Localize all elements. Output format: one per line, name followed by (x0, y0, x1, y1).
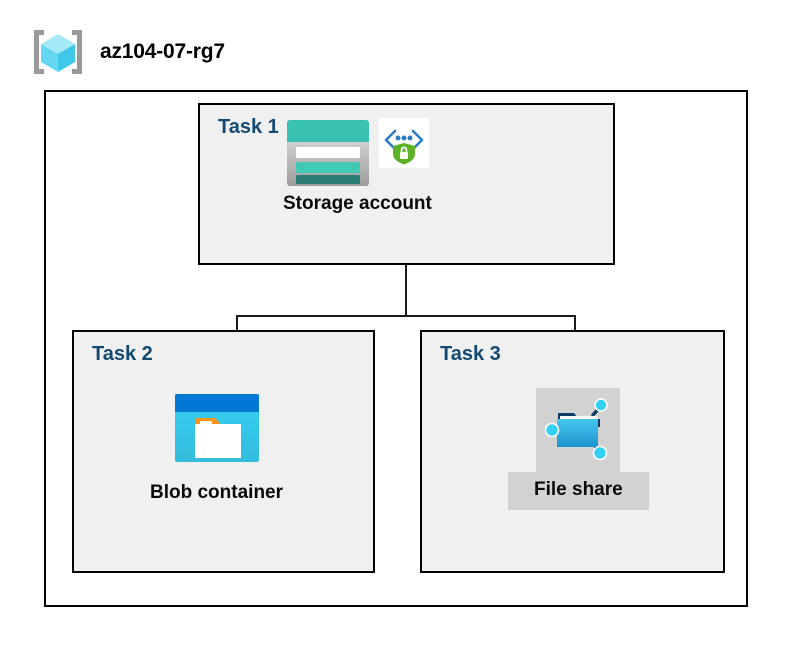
node-file-share[interactable]: File share (508, 388, 649, 510)
task-label-task3: Task 3 (440, 343, 501, 365)
node-blob-container[interactable]: Blob container (150, 392, 283, 504)
node-caption-storage-account: Storage account (283, 193, 432, 214)
connector-horizontal-bar (236, 315, 576, 317)
resource-group-cube-icon (30, 26, 86, 78)
file-share-icon-highlight (536, 388, 621, 472)
storage-account-icon (285, 118, 371, 188)
node-caption-blob-container: Blob container (150, 482, 284, 503)
resource-group-title: az104-07-rg7 (100, 40, 225, 63)
storage-icon-row (285, 118, 430, 188)
file-share-caption-highlight: File share (508, 472, 649, 510)
blob-container-icon (173, 392, 261, 464)
security-shield-lock-icon (379, 118, 430, 168)
node-caption-file-share: File share (534, 479, 623, 500)
task-label-task1: Task 1 (218, 116, 279, 138)
resource-group-header: az104-07-rg7 (30, 26, 225, 78)
connector-storage-down (405, 265, 407, 317)
task-label-task2: Task 2 (92, 343, 153, 365)
file-share-icon (540, 393, 616, 467)
node-storage-account[interactable]: Storage account (283, 118, 432, 215)
